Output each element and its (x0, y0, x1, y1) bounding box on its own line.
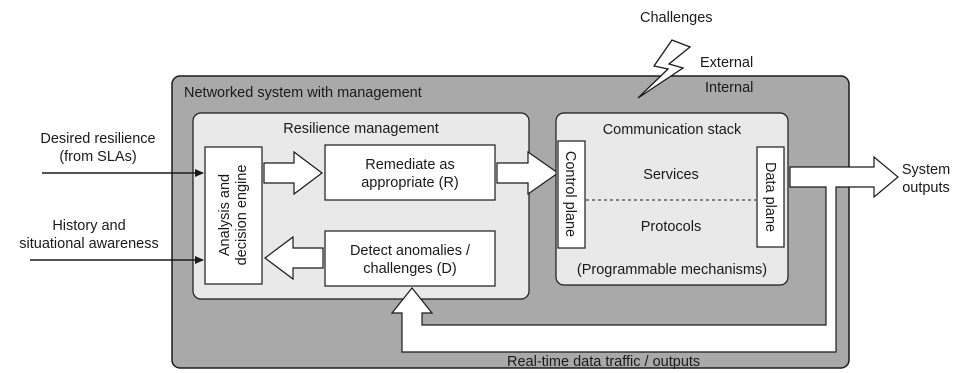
remediate-to-control-arrow (496, 150, 560, 196)
desired-resilience-line2: (from SLAs) (59, 149, 136, 165)
detect-line2: challenges (D) (363, 261, 457, 277)
analysis-engine-box (204, 146, 263, 285)
system-title: Networked system with management (184, 85, 422, 101)
detect-to-engine-arrow (264, 235, 324, 281)
system-outputs-line1: System (902, 162, 950, 178)
remediate-line1: Remediate as (365, 157, 454, 173)
resilience-management-title: Resilience management (283, 121, 439, 137)
real-time-traffic-loop-arrow (390, 155, 899, 353)
communication-stack-title: Communication stack (603, 122, 742, 138)
control-plane-label: Control plane (562, 151, 578, 237)
remediate-box (324, 144, 496, 201)
detect-box (324, 230, 496, 287)
control-plane-box (557, 140, 586, 249)
desired-resilience-line1: Desired resilience (40, 131, 155, 147)
challenges-label: Challenges (640, 10, 713, 26)
real-time-traffic-label: Real-time data traffic / outputs (507, 354, 700, 370)
history-line2: situational awareness (19, 236, 158, 252)
internal-label: Internal (705, 80, 753, 96)
data-plane-label: Data plane (762, 162, 778, 232)
analysis-engine-line1: Analysis and (217, 174, 233, 256)
remediate-line2: appropriate (R) (361, 175, 459, 191)
services-label: Services (643, 167, 699, 183)
external-label: External (700, 55, 753, 71)
data-plane-box (756, 146, 785, 248)
programmable-mechanisms-label: (Programmable mechanisms) (577, 262, 767, 278)
analysis-engine-line2: decision engine (234, 165, 250, 266)
challenge-lightning-icon (637, 39, 692, 99)
communication-stack-panel (555, 112, 789, 286)
engine-to-remediate-arrow (263, 150, 323, 196)
system-outputs-line2: outputs (902, 180, 950, 196)
detect-line1: Detect anomalies / (350, 243, 471, 259)
protocols-label: Protocols (641, 219, 701, 235)
history-line1: History and (52, 218, 125, 234)
